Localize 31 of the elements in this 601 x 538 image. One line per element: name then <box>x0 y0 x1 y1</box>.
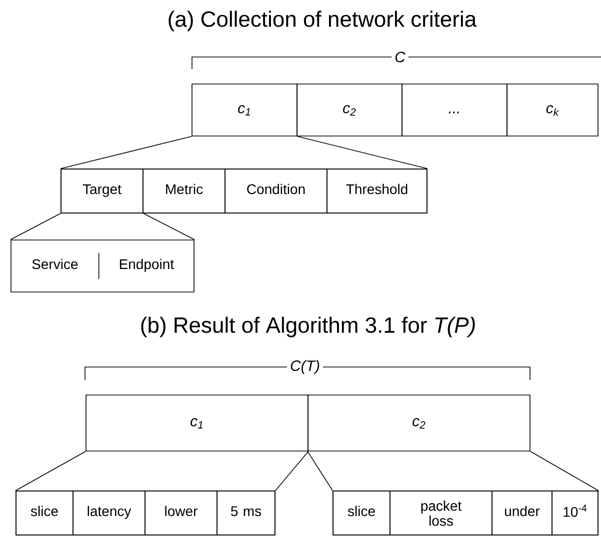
field-cell: Target <box>60 168 144 214</box>
zoom-line <box>297 136 428 169</box>
field-cell: c$_{k}$ <box>506 84 598 136</box>
zoom-line <box>530 451 599 491</box>
field-cell: slice <box>332 490 390 536</box>
field-cell: ... <box>402 84 508 136</box>
title: (b) Result of Algorithm 3.1 for T(P) <box>141 316 475 338</box>
field-cell: 5 ms <box>216 490 276 536</box>
field-cell: Metric <box>142 168 226 214</box>
field-cell: c$_{2}$ <box>296 84 402 136</box>
bracket-label: C <box>392 48 408 66</box>
field-cell: latency <box>72 490 146 536</box>
zoom-line <box>307 451 333 491</box>
zoom-line <box>10 213 61 240</box>
zoom-line <box>15 451 86 491</box>
field-cell: c$_{1}$ <box>86 394 308 452</box>
field-cell: c$_{1}$ <box>192 84 298 136</box>
zoom-line <box>275 451 309 491</box>
field-cell: lower <box>144 490 218 536</box>
field-cell: packet loss <box>390 490 492 536</box>
field-cell: Condition <box>224 168 328 214</box>
zoom-line <box>60 136 192 169</box>
bracket-label: C(T) <box>287 357 323 377</box>
field-cell: c$_{2}$ <box>308 394 530 452</box>
zoom-line <box>143 213 195 240</box>
field-cell: Threshold <box>326 168 428 214</box>
field-cell: under <box>492 490 552 536</box>
split-box: Service Endpoint <box>10 240 194 292</box>
title: (a) Collection of network criteria <box>168 10 477 32</box>
field-cell: 10$^{-4}$ <box>552 490 598 536</box>
field-cell: slice <box>16 490 74 536</box>
